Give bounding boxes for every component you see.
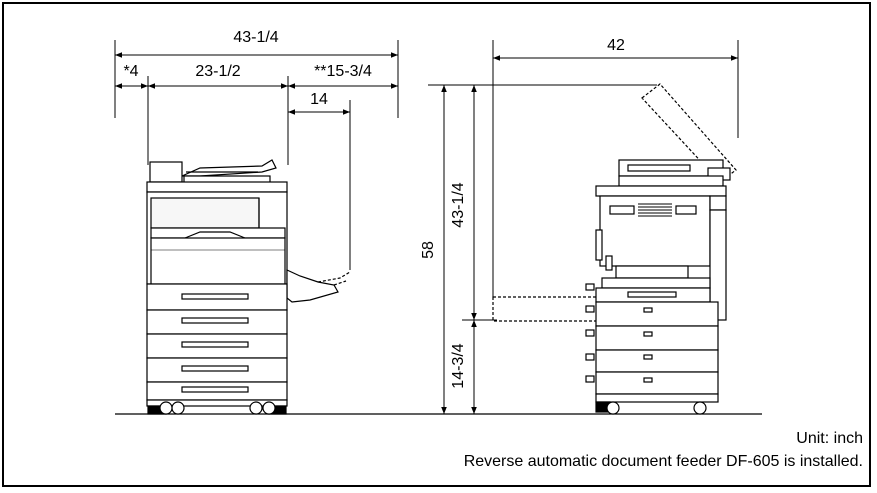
front-dimension-lines <box>114 40 399 270</box>
dim-side-lower-height: 14-3/4 <box>450 343 467 388</box>
dim-front-total-width: 43-1/4 <box>233 29 278 46</box>
figure-frame <box>2 2 871 487</box>
dim-side-upper-height: 43-1/4 <box>450 182 467 227</box>
dim-side-depth: 42 <box>607 37 625 54</box>
dim-front-left-offset: *4 <box>123 63 138 80</box>
dim-front-tray-extension: 14 <box>310 91 328 108</box>
installed-note: Reverse automatic document feeder DF-605… <box>463 453 863 470</box>
copier-side-view <box>492 83 737 415</box>
copier-front-view <box>146 159 351 415</box>
dim-front-right-offset: **15-3/4 <box>314 63 372 80</box>
dim-side-total-height: 58 <box>420 241 437 259</box>
side-dimension-lines <box>428 40 739 414</box>
unit-note: Unit: inch <box>796 430 863 447</box>
dim-front-body-width: 23-1/2 <box>195 63 240 80</box>
